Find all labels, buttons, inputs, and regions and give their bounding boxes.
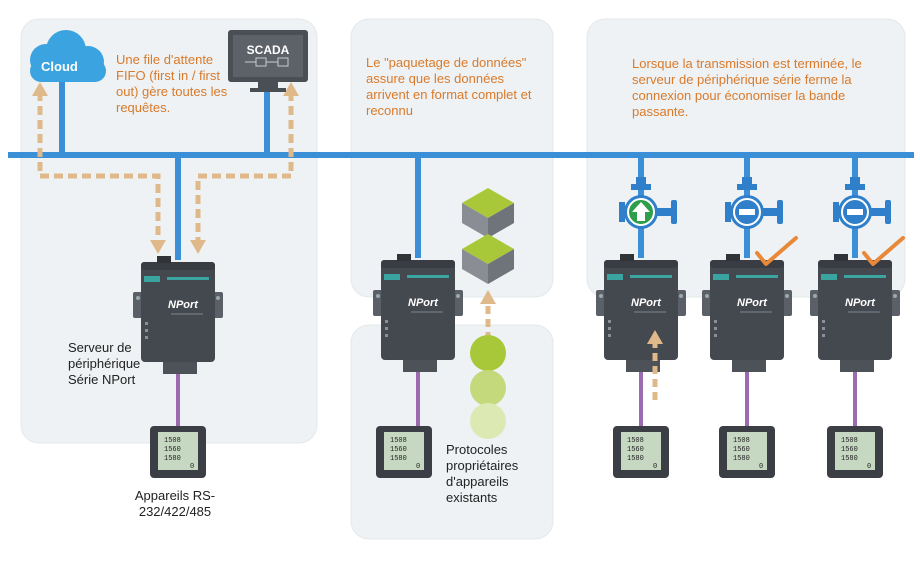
response-arrowhead-device3 bbox=[647, 330, 663, 344]
nport-device-4 bbox=[701, 253, 793, 373]
check-mark-icon-5 bbox=[862, 236, 905, 266]
serial-meter-4 bbox=[719, 426, 775, 478]
package-flow-arrowhead bbox=[480, 290, 496, 304]
close-note: Lorsque la transmission est terminée, le… bbox=[632, 56, 862, 119]
serial-devices-label: Appareils RS-232/422/485 bbox=[134, 488, 216, 519]
fifo-note: Une file d'attente FIFO (first in / firs… bbox=[116, 52, 228, 115]
serial-meter-1 bbox=[150, 426, 206, 478]
device-label: Serveur de périphérique Série NPort bbox=[68, 340, 141, 387]
arrowhead-cloud bbox=[32, 82, 48, 96]
arrowhead-device-right bbox=[190, 240, 206, 254]
request-path-cloud bbox=[37, 92, 161, 246]
minus-icon-4 bbox=[739, 209, 755, 215]
protocol-dot-3 bbox=[470, 403, 506, 439]
minus-icon-5 bbox=[847, 209, 863, 215]
protocols-label: Protocoles propriétaires d'appareils exi… bbox=[446, 442, 519, 505]
serial-meter-2 bbox=[376, 426, 432, 478]
arrowhead-scada bbox=[283, 82, 299, 96]
cloud-icon bbox=[30, 30, 106, 82]
cloud-label: Cloud bbox=[41, 59, 78, 74]
protocol-dot-1 bbox=[470, 335, 506, 371]
nport-device-2 bbox=[372, 253, 464, 373]
data-package-cube-top bbox=[462, 188, 514, 238]
serial-meter-3 bbox=[613, 426, 669, 478]
packaging-note: Le "paquetage de données" assure que les… bbox=[366, 55, 532, 118]
data-package-cube-bottom bbox=[462, 234, 514, 284]
check-mark-icon-4 bbox=[755, 236, 798, 266]
up-arrow-icon bbox=[632, 202, 650, 221]
request-path-scada bbox=[195, 92, 294, 246]
protocol-dot-2 bbox=[470, 370, 506, 406]
serial-meter-5 bbox=[827, 426, 883, 478]
arrowhead-device-left bbox=[150, 240, 166, 254]
nport-device-5 bbox=[809, 253, 901, 373]
scada-monitor-icon bbox=[228, 30, 308, 92]
scada-label: SCADA bbox=[247, 43, 290, 57]
nport-device-3 bbox=[595, 253, 687, 373]
